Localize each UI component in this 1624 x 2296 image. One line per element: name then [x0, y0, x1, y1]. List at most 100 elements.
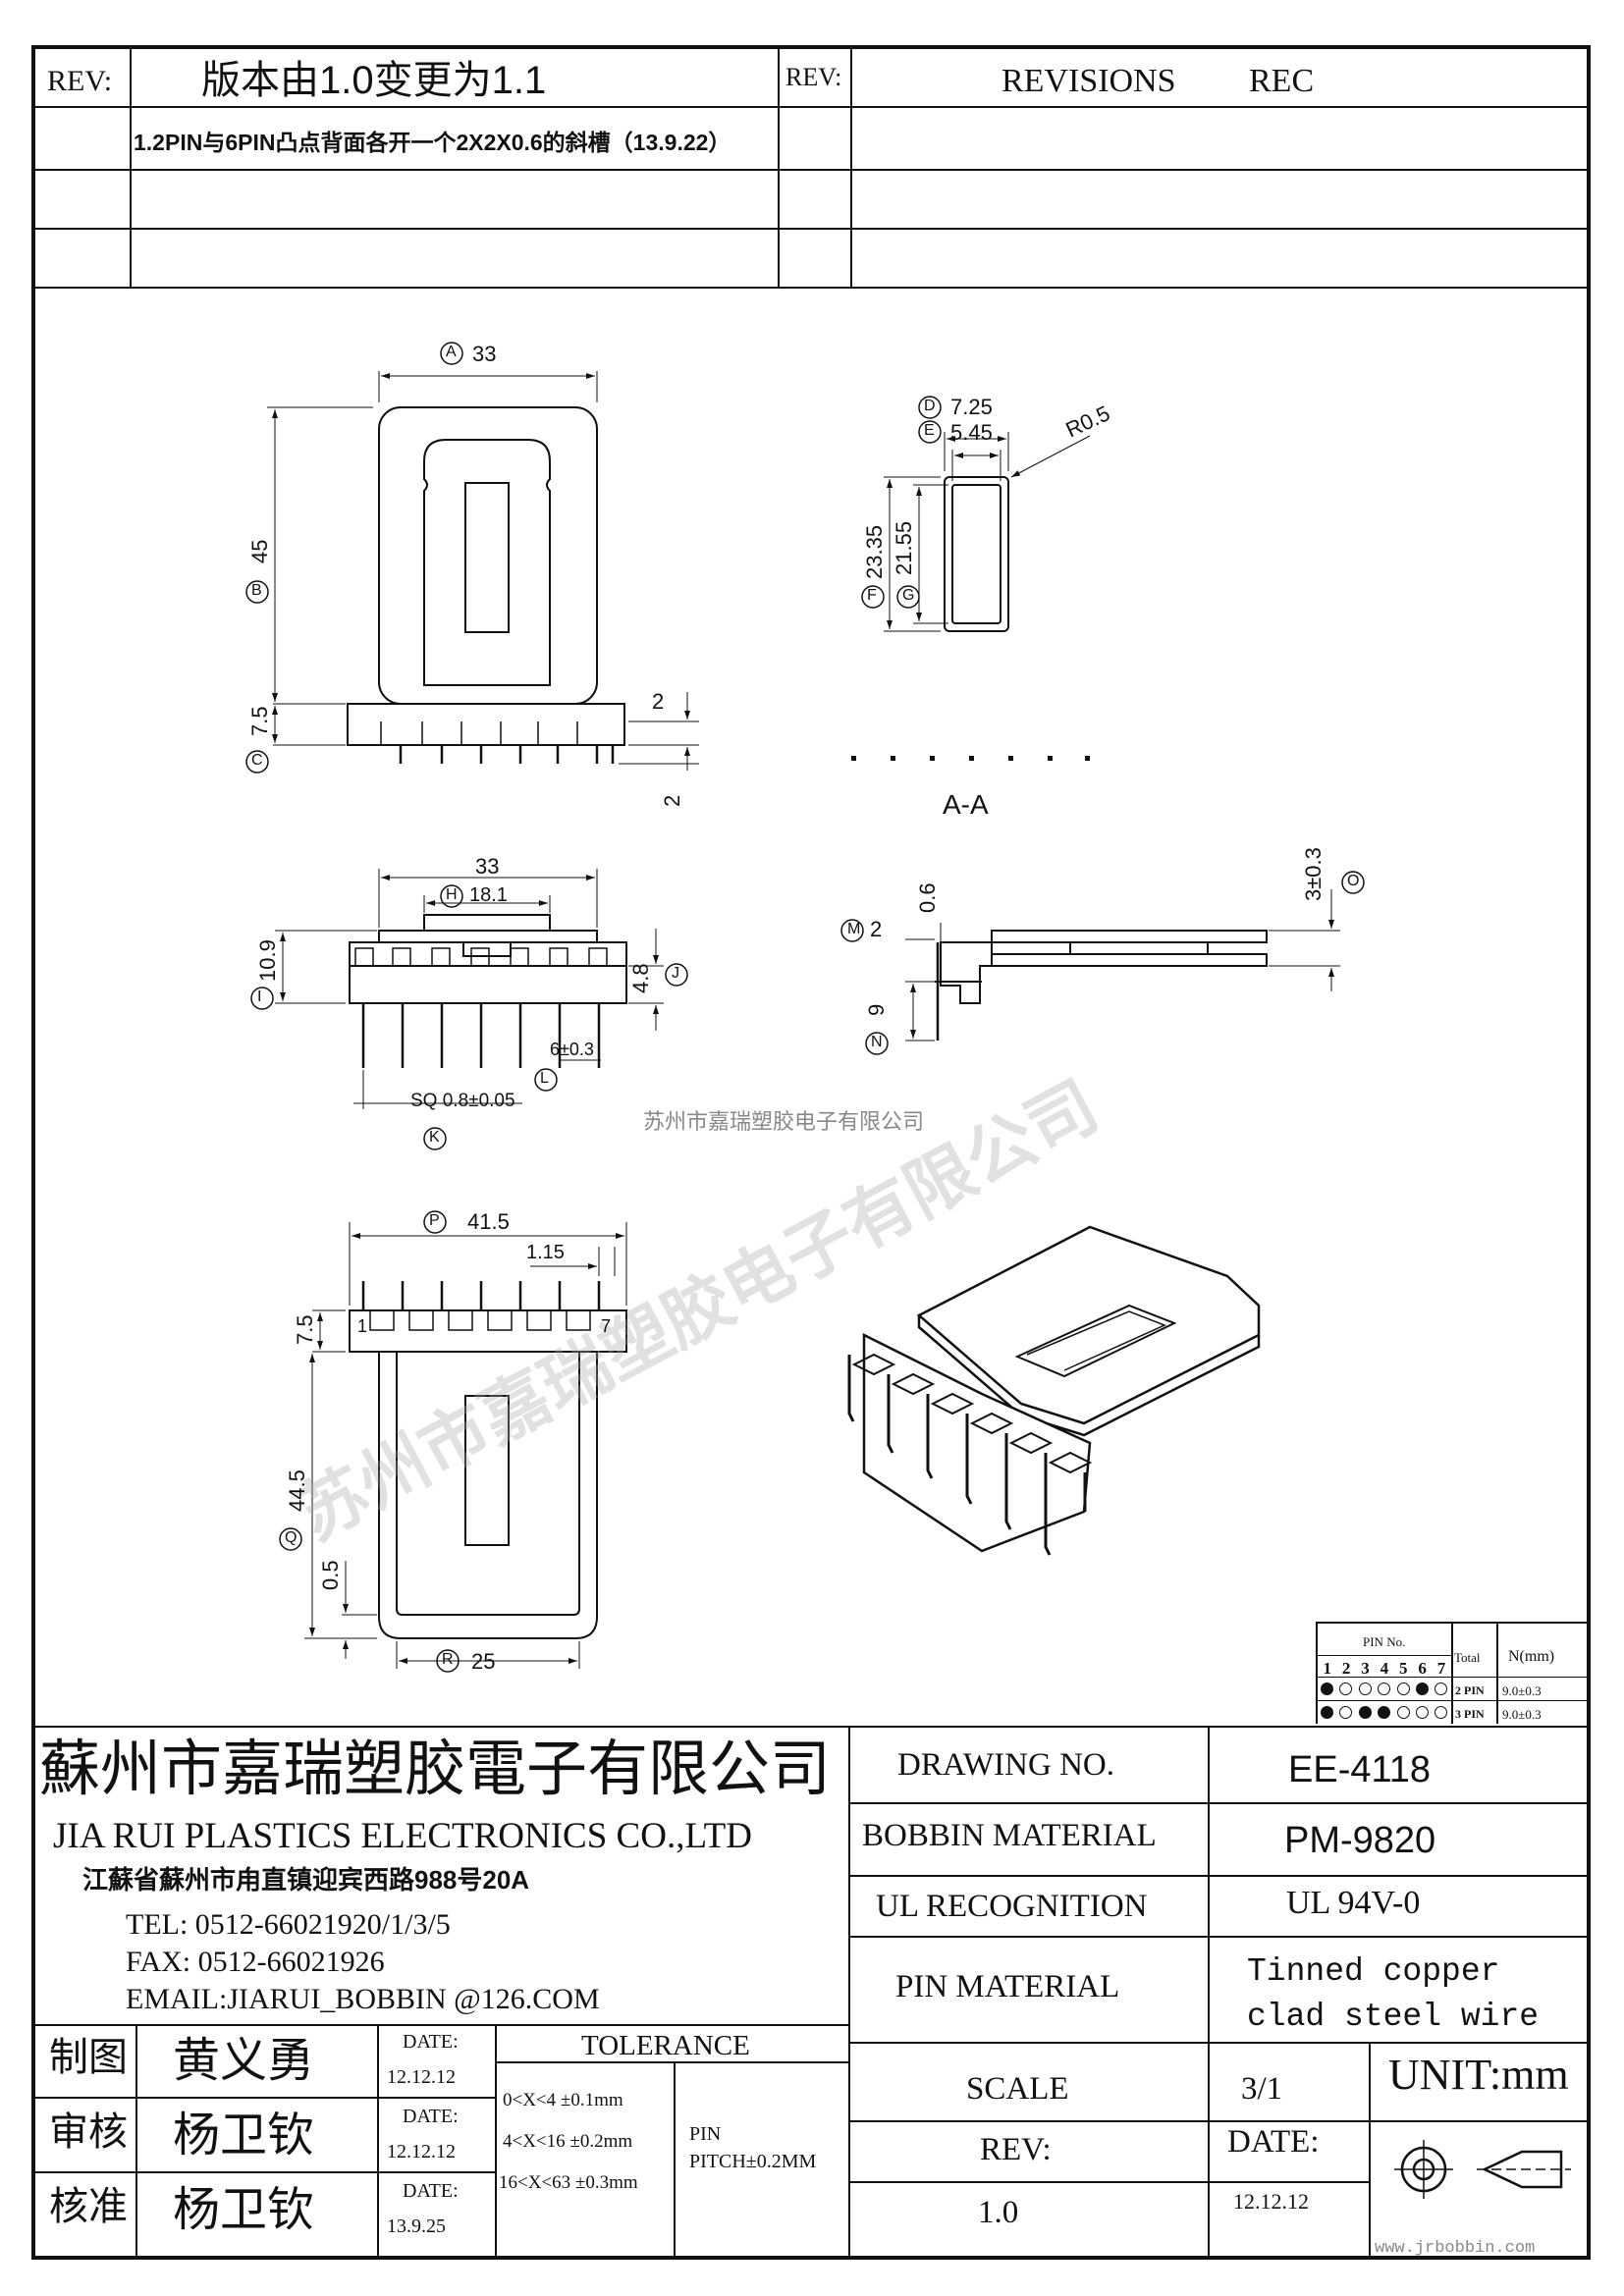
pin-empty-dot [1396, 1706, 1410, 1719]
pin-empty-dot [1358, 1682, 1372, 1695]
scale-label: SCALE [966, 2071, 1069, 2107]
circle-n: N [871, 1034, 883, 1050]
pin-number: 1 [1323, 1659, 1331, 1678]
rev-label-left: REV: [47, 65, 113, 97]
pin-number: 2 [1341, 1659, 1351, 1678]
circle-k: K [429, 1129, 440, 1146]
signoff-date-label: DATE: [403, 2106, 459, 2127]
dim-115-text: 1.15 [526, 1242, 565, 1263]
circle-a: A [446, 344, 457, 360]
company-address: 江蘇省蘇州市甪直镇迎宾西路988号20A [82, 1865, 530, 1895]
circle-r: R [442, 1651, 454, 1668]
dim-o-text: 3±0.3 [1301, 847, 1326, 901]
section-view [861, 396, 1091, 632]
drawing-frame [31, 45, 1591, 2260]
signoff-date-label: DATE: [403, 2031, 459, 2053]
front-view [250, 869, 688, 1150]
dim-r-text: 25 [471, 1649, 496, 1674]
dim-75-text: 7.5 [293, 1314, 317, 1345]
isometric-view [847, 1225, 1261, 1556]
tolerance-line-2: 4<X<16 ±0.2mm [503, 2131, 633, 2152]
date-label: DATE: [1227, 2124, 1320, 2160]
pin-first-label: 1 [357, 1316, 368, 1336]
dim-q-text: 44.5 [285, 1469, 309, 1512]
dim-n-text: 9 [864, 1004, 889, 1016]
rec-label: REC [1249, 63, 1315, 99]
revisions-label: REVISIONS [1001, 63, 1176, 99]
website-text: www.jrbobbin.com [1375, 2239, 1536, 2258]
dim-h-text: 18.1 [469, 884, 508, 906]
pin-row-total: 2 PIN [1455, 1683, 1485, 1697]
pin-empty-dot [1416, 1706, 1429, 1719]
dim-e-text: 5.45 [950, 420, 993, 445]
dim-l-text: 6±0.3 [550, 1040, 594, 1059]
dim-06-text: 0.6 [915, 882, 940, 913]
pin-pitch-2: PITCH±0.2MM [689, 2151, 817, 2172]
pin-empty-dot [1435, 1682, 1448, 1695]
signoff-name: 杨卫钦 [173, 2184, 315, 2236]
ul-recognition-label: UL RECOGNITION [876, 1889, 1148, 1924]
circle-j: J [672, 965, 679, 982]
company-fax: FAX: 0512-66021926 [126, 1946, 385, 1978]
signoff-name: 黄义勇 [173, 2035, 315, 2087]
radius-text: R0.5 [1062, 400, 1114, 442]
company-email: EMAIL:JIARUI_BOBBIN @126.COM [126, 1983, 600, 2015]
pin-empty-dot [1435, 1706, 1448, 1719]
ul-recognition-value: UL 94V-0 [1286, 1885, 1421, 1921]
circle-p: P [429, 1212, 440, 1229]
circle-d: D [924, 398, 936, 414]
company-tel: TEL: 0512-66021920/1/3/5 [126, 1908, 451, 1941]
circle-q: Q [285, 1529, 298, 1546]
bottom-view [279, 1210, 627, 1673]
bobbin-material-label: BOBBIN MATERIAL [862, 1818, 1157, 1853]
rev-label: REV: [980, 2132, 1052, 2167]
revision-note: 1.2PIN与6PIN凸点背面各开一个2X2X0.6的斜槽（13.9.22） [134, 130, 731, 155]
pin-number: 6 [1418, 1659, 1427, 1678]
pin-table-n: N(mm) [1508, 1648, 1555, 1665]
pin-filled-dot [1378, 1706, 1391, 1719]
pin-filled-dot [1358, 1706, 1372, 1719]
section-label: A-A [943, 789, 989, 820]
signoff-role: 核准 [49, 2184, 128, 2228]
pin-empty-dot [1339, 1706, 1353, 1719]
dim-c-text: 7.5 [247, 706, 272, 736]
signoff-date-label: DATE: [403, 2180, 459, 2202]
circle-c: C [251, 752, 263, 769]
circle-o: O [1347, 873, 1360, 889]
dim-g-text: 21.55 [892, 521, 916, 575]
dim-i-text: 10.9 [255, 939, 280, 982]
signoff-name: 杨卫钦 [173, 2109, 315, 2162]
signoff-role: 制图 [49, 2035, 128, 2079]
dim-f-text: 23.35 [862, 525, 887, 579]
signoff-date: 12.12.12 [387, 2141, 456, 2163]
rev-label-right: REV: [785, 63, 842, 91]
dim-m-text: 2 [870, 917, 883, 941]
signoff-date: 13.9.25 [387, 2216, 446, 2237]
dim-b-text: 45 [247, 540, 272, 563]
dim-pin-small-text: 2 [652, 689, 665, 714]
pin-empty-dot [1378, 1682, 1391, 1695]
pin-row-n: 9.0±0.3 [1502, 1683, 1542, 1698]
dim-j-text: 4.8 [628, 963, 653, 993]
drawing-no-value: EE-4118 [1288, 1749, 1432, 1790]
pin-row-total: 3 PIN [1455, 1707, 1485, 1721]
circle-h: H [446, 886, 458, 903]
pin-table-total: Total [1454, 1650, 1481, 1665]
scale-value: 3/1 [1241, 2071, 1283, 2107]
pin-empty-dot [1339, 1682, 1353, 1695]
circle-b: B [251, 582, 262, 599]
pin-filled-dot [1321, 1706, 1333, 1719]
bobbin-material-value: PM-9820 [1284, 1820, 1436, 1861]
date-value: 12.12.12 [1233, 2189, 1309, 2214]
dim-front-top-text: 33 [475, 854, 500, 879]
tolerance-line-3: 16<X<63 ±0.3mm [499, 2172, 638, 2193]
pin-filled-dot [1321, 1682, 1333, 1695]
pin-material-line1: Tinned copper [1247, 1953, 1500, 1990]
revision-title: 版本由1.0变更为1.1 [201, 59, 547, 102]
pin-filled-dot [1416, 1682, 1429, 1695]
pin-number: 7 [1436, 1659, 1446, 1678]
dim-pin-len-text: 2 [660, 795, 684, 807]
side-view [840, 871, 1365, 1055]
